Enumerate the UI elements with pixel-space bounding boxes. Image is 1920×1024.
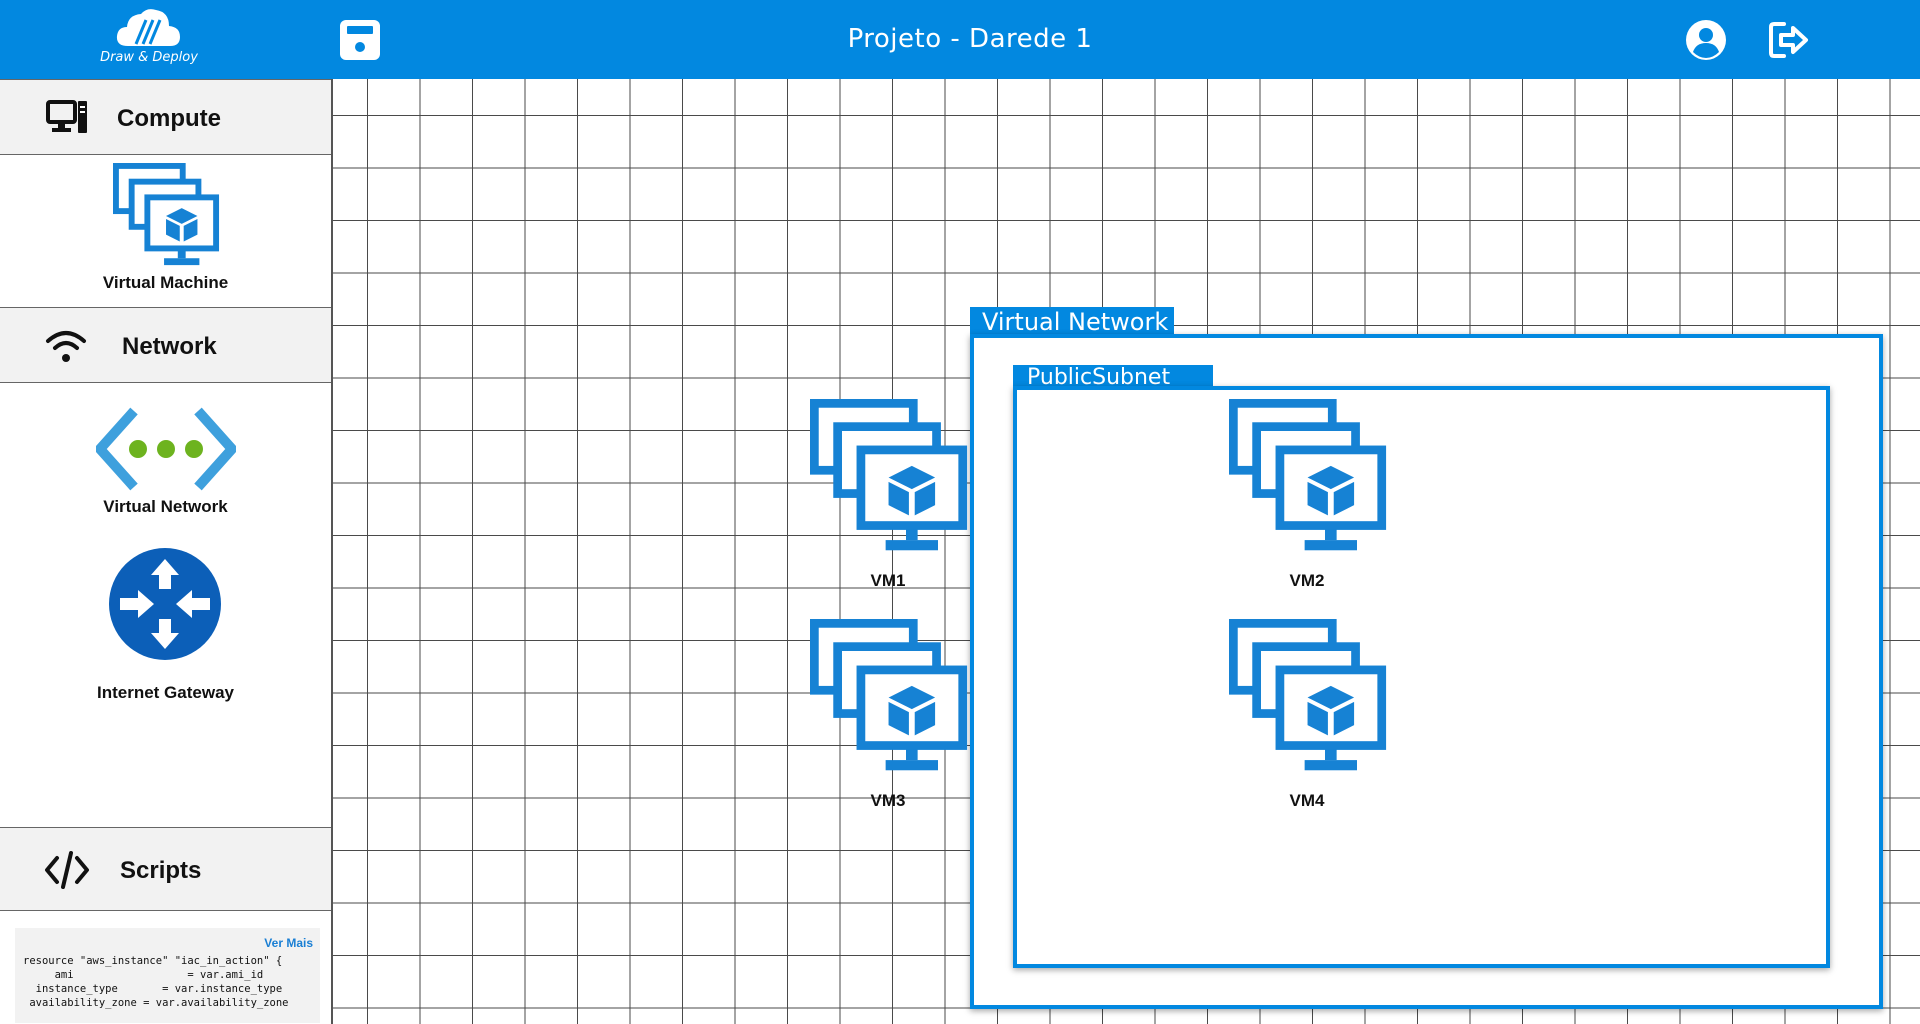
script-preview: Ver Mais resource "aws_instance" "iac_in… bbox=[15, 928, 320, 1023]
save-button[interactable] bbox=[338, 18, 382, 62]
section-network-label: Network bbox=[122, 333, 217, 360]
palette-item-virtual-network[interactable]: Virtual Network bbox=[0, 407, 331, 517]
palette-item-label: Virtual Machine bbox=[102, 273, 229, 292]
wifi-icon bbox=[46, 331, 86, 362]
public-subnet-container[interactable] bbox=[1013, 386, 1830, 968]
virtual-machine-icon bbox=[810, 399, 970, 559]
palette-item-label: Virtual Network bbox=[103, 497, 228, 516]
section-compute-header[interactable]: Compute bbox=[0, 79, 331, 155]
save-icon bbox=[340, 20, 380, 60]
drawing-canvas[interactable]: Virtual Network PublicSubnet VM1 VM2 VM3… bbox=[333, 79, 1920, 1024]
internet-gateway-icon bbox=[109, 548, 221, 660]
code-icon bbox=[45, 851, 89, 889]
virtual-network-icon bbox=[96, 407, 236, 491]
section-network-header[interactable]: Network bbox=[0, 307, 331, 383]
vm-node[interactable]: VM2 bbox=[1217, 399, 1397, 599]
logo-text: Draw & Deploy bbox=[100, 50, 198, 65]
ver-mais-link[interactable]: Ver Mais bbox=[264, 936, 313, 950]
logout-icon bbox=[1769, 22, 1808, 58]
logout-button[interactable] bbox=[1766, 18, 1812, 62]
virtual-machine-icon bbox=[1229, 619, 1389, 779]
palette-item-label: Internet Gateway bbox=[97, 683, 234, 702]
virtual-machine-icon bbox=[1229, 399, 1389, 559]
component-sidebar: Compute Virtual Machine Network Virtual … bbox=[0, 79, 333, 1024]
palette-item-virtual-machine[interactable]: Virtual Machine bbox=[0, 163, 331, 303]
section-compute-label: Compute bbox=[117, 105, 221, 132]
script-code: resource "aws_instance" "iac_in_action" … bbox=[23, 955, 289, 1009]
vm-label: VM1 bbox=[870, 571, 906, 590]
virtual-machine-icon bbox=[113, 163, 221, 271]
vm-node[interactable]: VM4 bbox=[1217, 619, 1397, 819]
user-account-button[interactable] bbox=[1684, 18, 1728, 62]
virtual-network-tab[interactable]: Virtual Network bbox=[970, 307, 1174, 338]
vm-node[interactable]: VM1 bbox=[798, 399, 978, 599]
vm-label: VM4 bbox=[1289, 791, 1325, 810]
desktop-computer-icon bbox=[46, 100, 87, 133]
section-scripts-header[interactable]: Scripts bbox=[0, 827, 331, 911]
vm-label: VM2 bbox=[1289, 571, 1325, 590]
top-bar: Draw & Deploy Projeto - Darede 1 bbox=[0, 0, 1920, 79]
vm-node[interactable]: VM3 bbox=[798, 619, 978, 819]
palette-item-internet-gateway[interactable]: Internet Gateway bbox=[0, 547, 331, 707]
public-subnet-tab[interactable]: PublicSubnet bbox=[1013, 365, 1213, 390]
virtual-machine-icon bbox=[810, 619, 970, 779]
cloud-logo-icon bbox=[116, 9, 180, 47]
user-account-icon bbox=[1686, 20, 1726, 60]
section-scripts-label: Scripts bbox=[120, 857, 202, 884]
vm-label: VM3 bbox=[870, 791, 906, 810]
draw-deploy-logo[interactable]: Draw & Deploy bbox=[92, 6, 206, 70]
project-title: Projeto - Darede 1 bbox=[847, 24, 1093, 54]
